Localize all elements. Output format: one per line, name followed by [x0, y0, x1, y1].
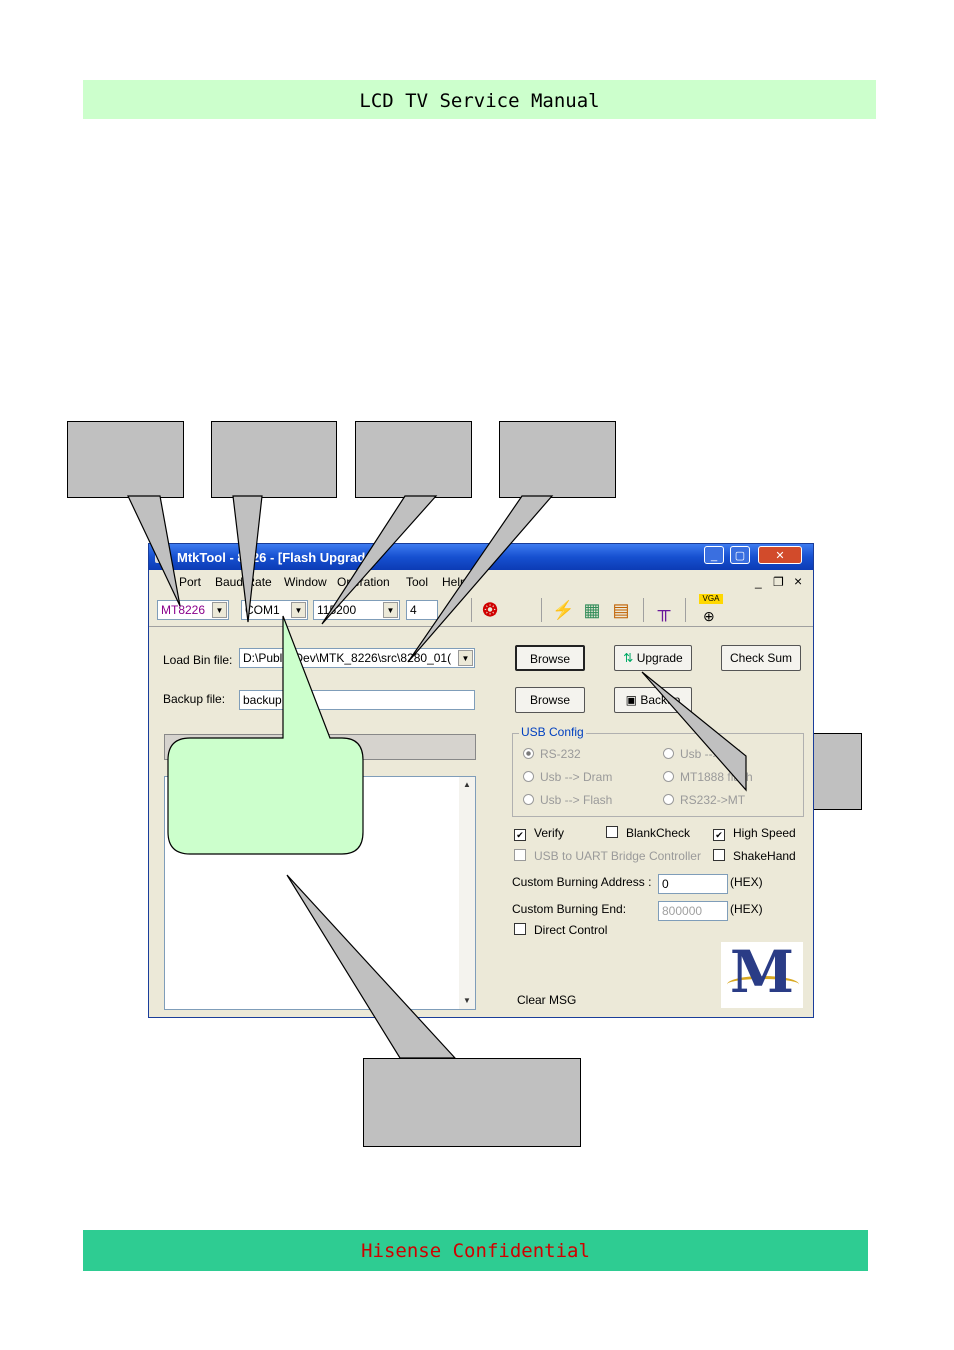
blank-check-checkbox[interactable]: BlankCheck — [606, 826, 690, 840]
menu-operation[interactable]: Operation — [337, 575, 390, 589]
chevron-down-icon[interactable]: ▼ — [383, 602, 398, 618]
probe-icon[interactable]: ╥ — [657, 600, 671, 620]
backup-file-input[interactable]: backup — [239, 690, 475, 710]
menu-bar: Port Baud Rate Window Operation Tool Hel… — [149, 572, 813, 592]
usb-config-title: USB Config — [519, 725, 586, 739]
menu-tool[interactable]: Tool — [406, 575, 429, 589]
footer-band: Hisense Confidential — [83, 1230, 868, 1271]
load-bin-select[interactable]: D:\Public\Dev\MTK_8226\src\8280_01( ▼ — [239, 648, 475, 668]
page-title: LCD TV Service Manual — [359, 90, 600, 112]
baud-select[interactable]: 115200 ▼ — [313, 600, 400, 620]
upgrade-button[interactable]: ⇅ Upgrade — [614, 645, 692, 671]
menu-window[interactable]: Window — [284, 575, 327, 589]
upgrade-icon: ⇅ — [623, 651, 634, 665]
chart-icon[interactable]: ⚡ — [552, 600, 575, 620]
window-title: MtkTool - 8226 - [Flash Upgrade] — [177, 550, 377, 565]
scroll-down-icon[interactable]: ▼ — [463, 996, 471, 1005]
toolbar-separator — [685, 598, 686, 622]
end-hex-label: (HEX) — [730, 902, 763, 916]
maximize-button[interactable]: ▢ — [730, 546, 750, 564]
callout-box-3 — [355, 421, 472, 498]
menu-baud-rate[interactable]: Baud Rate — [215, 575, 272, 589]
chevron-down-icon[interactable]: ▼ — [458, 650, 473, 666]
mdi-minimize-button[interactable]: _ — [755, 575, 762, 589]
toolbar-separator — [643, 598, 644, 622]
clear-msg-link[interactable]: Clear MSG — [517, 993, 577, 1007]
count-input[interactable]: 4 — [406, 600, 438, 620]
shake-hand-checkbox[interactable]: ShakeHand — [713, 849, 796, 863]
log-scrollbar[interactable]: ▲ ▼ — [459, 777, 475, 1009]
calculator-icon[interactable]: ▦ — [583, 600, 601, 620]
backup-file-label: Backup file: — [163, 692, 226, 706]
chevron-down-icon[interactable]: ▼ — [291, 602, 306, 618]
address-hex-label: (HEX) — [730, 875, 763, 889]
footer-text: Hisense Confidential — [361, 1240, 590, 1262]
backup-button[interactable]: ▣ Backup — [614, 687, 692, 713]
high-speed-checkbox[interactable]: ✔High Speed — [713, 826, 796, 841]
toolbar-separator — [471, 598, 472, 622]
message-log[interactable]: ▲ ▼ — [164, 776, 476, 1010]
chip-select[interactable]: MT8226 ▼ — [157, 600, 229, 620]
progress-bar — [164, 734, 476, 760]
menu-help[interactable]: Help — [442, 575, 467, 589]
direct-control-checkbox[interactable]: Direct Control — [514, 923, 607, 937]
close-button[interactable]: ✕ — [758, 546, 802, 564]
header-band: LCD TV Service Manual — [83, 80, 876, 119]
notepad-icon[interactable]: ▤ — [612, 600, 630, 620]
verify-checkbox[interactable]: ✔Verify — [514, 826, 564, 841]
backup-label: Backup — [640, 693, 681, 707]
custom-end-input[interactable]: 800000 — [658, 901, 728, 921]
title-bar[interactable]: MtkTool - 8226 - [Flash Upgrade] _ ▢ ✕ — [149, 544, 813, 570]
custom-address-input[interactable]: 0 — [658, 874, 728, 894]
logo-swoosh — [727, 976, 799, 993]
callout-box-1 — [67, 421, 184, 498]
custom-end-label: Custom Burning End: — [512, 902, 627, 916]
stop-icon[interactable]: ❂ — [482, 600, 498, 620]
menu-port[interactable]: Port — [179, 575, 202, 589]
custom-address-label: Custom Burning Address : — [512, 875, 652, 889]
callout-box-2 — [211, 421, 337, 498]
toolbar-separator — [541, 598, 542, 622]
mdi-restore-button[interactable]: ❐ — [773, 575, 784, 589]
chip-select-value: MT8226 — [161, 603, 206, 617]
vga-label: VGA — [699, 594, 723, 604]
browse-load-button[interactable]: Browse — [515, 645, 585, 671]
logo-letter: M — [729, 938, 795, 1006]
upgrade-label: Upgrade — [636, 651, 683, 665]
radio-usb-dram[interactable]: Usb --> Dram — [523, 770, 612, 784]
load-bin-value: D:\Public\Dev\MTK_8226\src\8280_01( — [243, 651, 452, 665]
callout-box-6 — [363, 1058, 581, 1147]
chevron-down-icon[interactable]: ▼ — [212, 602, 227, 618]
scroll-up-icon[interactable]: ▲ — [463, 780, 471, 789]
browse-backup-button[interactable]: Browse — [515, 687, 585, 713]
usb-config-group: USB Config RS-232 Usb --> MT Usb --> Dra… — [512, 725, 804, 817]
port-select-value: COM1 — [245, 603, 280, 617]
radio-rs232-mt[interactable]: RS232->MT — [663, 793, 745, 807]
vga-icon[interactable]: VGA ⊕ — [699, 594, 723, 624]
baud-select-value: 115200 — [317, 603, 357, 617]
minimize-button[interactable]: _ — [704, 546, 724, 564]
mtktool-window: MtkTool - 8226 - [Flash Upgrade] _ ▢ ✕ P… — [148, 543, 814, 1018]
port-select[interactable]: COM1 ▼ — [241, 600, 308, 620]
mdi-close-button[interactable]: × — [794, 573, 803, 589]
app-icon — [155, 549, 169, 563]
mtk-logo: M — [721, 938, 803, 1008]
callout-box-4 — [499, 421, 616, 498]
save-icon: ▣ — [625, 693, 637, 707]
check-sum-button[interactable]: Check Sum — [721, 645, 801, 671]
radio-mt1888-flash[interactable]: MT1888 flash — [663, 770, 753, 784]
radio-rs232[interactable]: RS-232 — [523, 747, 581, 761]
radio-usb-flash[interactable]: Usb --> Flash — [523, 793, 612, 807]
usb-uart-checkbox[interactable]: USB to UART Bridge Controller — [514, 849, 701, 863]
load-bin-label: Load Bin file: — [163, 653, 233, 667]
radio-usb-mt[interactable]: Usb --> MT — [663, 747, 740, 761]
